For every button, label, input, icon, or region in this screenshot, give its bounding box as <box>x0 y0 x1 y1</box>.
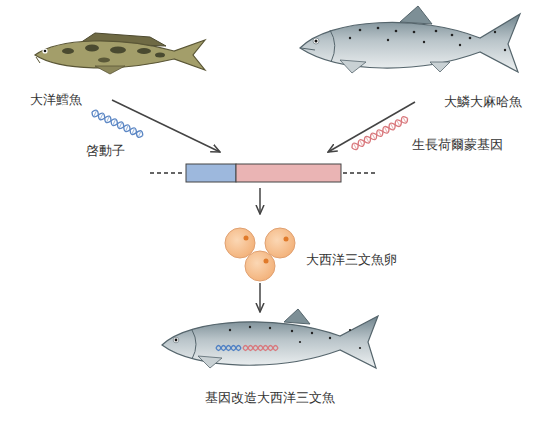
egg <box>225 228 255 258</box>
salmon-body <box>162 316 378 368</box>
egg <box>265 228 295 258</box>
dna-label: 啓動子 <box>86 140 125 159</box>
flow-arrow <box>259 188 261 214</box>
salmon-pupil <box>315 40 318 43</box>
inserted-dna <box>216 346 278 351</box>
salmon-eye <box>313 38 319 44</box>
salmon-pupil <box>175 339 178 342</box>
egg-nucleus <box>284 237 289 242</box>
cod-eye <box>42 48 47 53</box>
egg-node: 大西洋三文魚卵 <box>222 227 407 283</box>
flow-arrow <box>259 283 261 312</box>
cod-spot <box>155 53 165 58</box>
flow-arrow <box>328 102 415 152</box>
egg <box>245 251 275 281</box>
chinook-salmon <box>300 6 520 73</box>
cod-node: 大洋鱈魚 <box>28 25 208 110</box>
egg-nucleus <box>264 259 269 264</box>
salmon-body <box>300 14 520 72</box>
cod-spot <box>62 48 74 54</box>
gene-construct <box>150 164 377 182</box>
dna-label: 生長荷爾蒙基因 <box>412 134 503 153</box>
cod-spot <box>85 45 99 52</box>
fish-caption: 大洋鱈魚 <box>30 91 82 108</box>
salmon-node: 大鱗大麻哈魚 <box>298 3 524 110</box>
cod-spot <box>98 58 110 63</box>
cod-fish <box>35 33 205 74</box>
promoter-segment <box>186 164 236 182</box>
salmon-spots <box>229 326 361 349</box>
dna-strand <box>150 172 184 174</box>
salmon-eggs <box>225 228 295 281</box>
fish-caption: 基因改造大西洋三文魚 <box>205 389 335 406</box>
cod-fin <box>95 66 125 74</box>
salmon-fin <box>340 60 366 73</box>
cod-spot <box>110 47 126 54</box>
fish-caption: 大鱗大麻哈魚 <box>444 93 522 110</box>
gene-dna <box>350 115 409 151</box>
dna-label-text: 啓動子 <box>86 142 125 159</box>
egg-nucleus <box>244 236 249 241</box>
salmon-gill <box>192 330 196 359</box>
salmon-fin <box>400 6 432 24</box>
salmon-gill <box>330 30 335 62</box>
cod-body <box>35 40 205 70</box>
salmon-spots <box>349 27 506 52</box>
salmon-fin <box>198 356 222 368</box>
dna-label-text: 生長荷爾蒙基因 <box>412 136 503 153</box>
salmon-mouth <box>301 48 315 50</box>
cod-spot <box>137 48 151 54</box>
cod-barbel <box>36 57 40 63</box>
dna-strand <box>343 172 377 174</box>
cod-pupil <box>44 50 47 53</box>
gm-salmon <box>162 309 378 368</box>
fish-caption: 大西洋三文魚卵 <box>306 251 397 268</box>
promoter-dna <box>91 109 145 139</box>
salmon-eye <box>173 337 179 343</box>
salmon-fin <box>284 309 310 324</box>
salmon-fin <box>430 62 450 72</box>
gene-segment <box>236 164 341 182</box>
gm-salmon-node: 基因改造大西洋三文魚 <box>160 312 380 407</box>
